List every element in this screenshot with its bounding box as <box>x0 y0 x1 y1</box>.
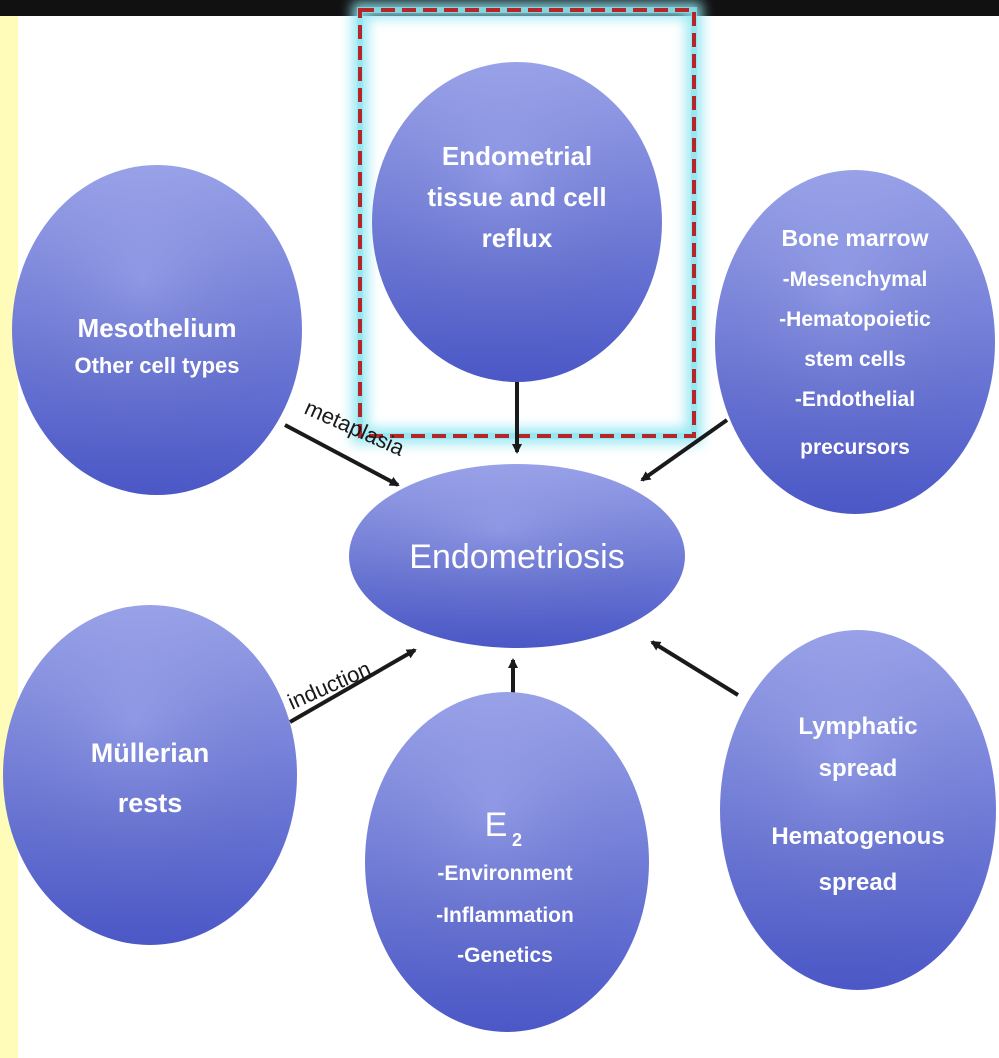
node-e2-line-3: -Genetics <box>457 944 553 967</box>
node-lymphatic-line-2: spread <box>819 755 898 782</box>
node-mullerian-rests: Müllerian rests <box>3 605 297 945</box>
node-e2: E 2 -Environment -Inflammation -Genetics <box>365 692 649 1032</box>
node-mullerian-line-1: Müllerian <box>91 738 210 768</box>
node-bonemarrow-line-4: stem cells <box>804 348 906 371</box>
highlight-box <box>352 2 702 444</box>
node-mesothelium-line-1: Mesothelium <box>78 313 237 343</box>
node-endometrial-reflux: Endometrial tissue and cell reflux <box>372 62 662 382</box>
arrow-mesothelium-to-center <box>284 423 400 487</box>
node-bone-marrow: Bone marrow -Mesenchymal -Hematopoietic … <box>715 170 995 514</box>
node-e2-line-2: -Inflammation <box>436 904 574 927</box>
node-reflux-line-3: reflux <box>482 223 553 253</box>
node-bonemarrow-line-3: -Hematopoietic <box>779 308 931 331</box>
arrow-mullerian-to-center <box>289 648 417 724</box>
node-endometriosis-label: Endometriosis <box>409 538 624 576</box>
node-reflux-line-2: tissue and cell <box>427 182 606 212</box>
node-lymphatic-line-4: spread <box>819 869 898 896</box>
edge-label-induction: induction <box>284 656 375 715</box>
node-bonemarrow-line-6: precursors <box>800 436 910 459</box>
node-reflux-line-1: Endometrial <box>442 141 592 171</box>
node-bonemarrow-line-5: -Endothelial <box>795 388 915 411</box>
node-mullerian-line-2: rests <box>118 788 183 818</box>
node-mesothelium-line-2: Other cell types <box>74 353 239 378</box>
node-endometriosis: Endometriosis <box>349 464 685 648</box>
node-lymphatic-line-3: Hematogenous <box>771 823 944 850</box>
node-e2-line-1: -Environment <box>437 862 572 885</box>
node-lymphatic-line-1: Lymphatic <box>798 713 917 740</box>
node-mesothelium: Mesothelium Other cell types <box>12 165 302 495</box>
node-bonemarrow-line-2: -Mesenchymal <box>783 268 928 291</box>
node-e2-subscript: 2 <box>512 830 522 850</box>
node-bonemarrow-line-1: Bone marrow <box>782 225 929 251</box>
node-e2-main: E <box>485 806 508 844</box>
arrow-bonemarrow-to-center <box>640 418 729 482</box>
node-lymphatic-spread: Lymphatic spread Hematogenous spread <box>720 630 996 990</box>
arrow-lymphatic-to-center <box>650 640 740 697</box>
